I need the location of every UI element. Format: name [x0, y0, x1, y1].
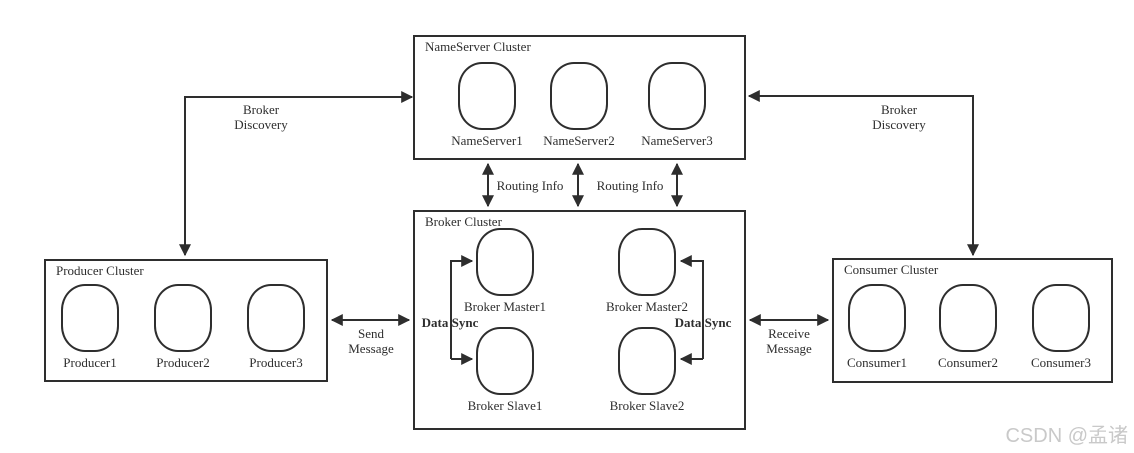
node-label: Broker Slave1 — [467, 398, 543, 413]
send-message-label: Send Message — [331, 326, 411, 356]
server-shape — [247, 284, 305, 352]
nameserver-cluster-title: NameServer Cluster — [425, 39, 531, 54]
nameserver3-node: NameServer3 — [627, 62, 727, 149]
node-label: NameServer2 — [543, 133, 615, 148]
consumer1-node: Consumer1 — [827, 284, 927, 371]
label-line: Broker — [880, 102, 918, 117]
broker-master2-node: Broker Master2 — [597, 228, 697, 315]
server-shape — [476, 327, 534, 395]
node-label: Broker Slave2 — [609, 398, 685, 413]
nameserver1-node: NameServer1 — [437, 62, 537, 149]
label-line: Discovery — [872, 117, 926, 132]
server-shape — [476, 228, 534, 296]
server-shape — [618, 228, 676, 296]
producer-cluster-box: Producer Cluster Producer1 Producer2 Pro… — [44, 259, 328, 382]
broker-master1-node: Broker Master1 — [455, 228, 555, 315]
server-shape — [550, 62, 608, 130]
server-shape — [848, 284, 906, 352]
node-label: Broker Master2 — [606, 299, 688, 314]
receive-message-label: Receive Message — [749, 326, 829, 356]
node-label: NameServer1 — [451, 133, 523, 148]
consumer2-node: Consumer2 — [918, 284, 1018, 371]
watermark-text: CSDN @孟诸 — [1005, 425, 1128, 447]
data-sync-left-label: Data Sync — [421, 315, 479, 330]
routing-info-right-label: Routing Info — [596, 178, 664, 193]
nameserver-cluster-box: NameServer Cluster NameServer1 NameServe… — [413, 35, 746, 160]
server-shape — [939, 284, 997, 352]
node-label: Consumer3 — [1031, 355, 1091, 370]
routing-info-left-label: Routing Info — [496, 178, 564, 193]
server-shape — [154, 284, 212, 352]
broker-slave2-node: Broker Slave2 — [597, 327, 697, 414]
consumer3-node: Consumer3 — [1011, 284, 1111, 371]
server-shape — [61, 284, 119, 352]
node-label: Broker Master1 — [464, 299, 546, 314]
label-line: Send — [358, 326, 384, 341]
node-label: Producer3 — [249, 355, 303, 370]
label-line: Message — [348, 341, 394, 356]
node-label: Consumer2 — [938, 355, 998, 370]
server-shape — [458, 62, 516, 130]
producer1-node: Producer1 — [40, 284, 140, 371]
label-line: Receive — [768, 326, 810, 341]
server-shape — [648, 62, 706, 130]
consumer-cluster-box: Consumer Cluster Consumer1 Consumer2 Con… — [832, 258, 1113, 383]
consumer-cluster-title: Consumer Cluster — [844, 262, 939, 277]
server-shape — [1032, 284, 1090, 352]
nameserver2-node: NameServer2 — [529, 62, 629, 149]
producer3-node: Producer3 — [226, 284, 326, 371]
node-label: Producer2 — [156, 355, 210, 370]
data-sync-right-label: Data Sync — [674, 315, 732, 330]
label-line: Message — [766, 341, 812, 356]
node-label: Consumer1 — [847, 355, 907, 370]
broker-discovery-right-label: Broker Discovery — [839, 102, 959, 132]
broker-cluster-title: Broker Cluster — [425, 214, 502, 229]
producer2-node: Producer2 — [133, 284, 233, 371]
label-line: Discovery — [234, 117, 288, 132]
producer-cluster-title: Producer Cluster — [56, 263, 144, 278]
broker-slave1-node: Broker Slave1 — [455, 327, 555, 414]
server-shape — [618, 327, 676, 395]
node-label: NameServer3 — [641, 133, 713, 148]
label-line: Broker — [242, 102, 280, 117]
broker-discovery-left-label: Broker Discovery — [201, 102, 321, 132]
node-label: Producer1 — [63, 355, 117, 370]
